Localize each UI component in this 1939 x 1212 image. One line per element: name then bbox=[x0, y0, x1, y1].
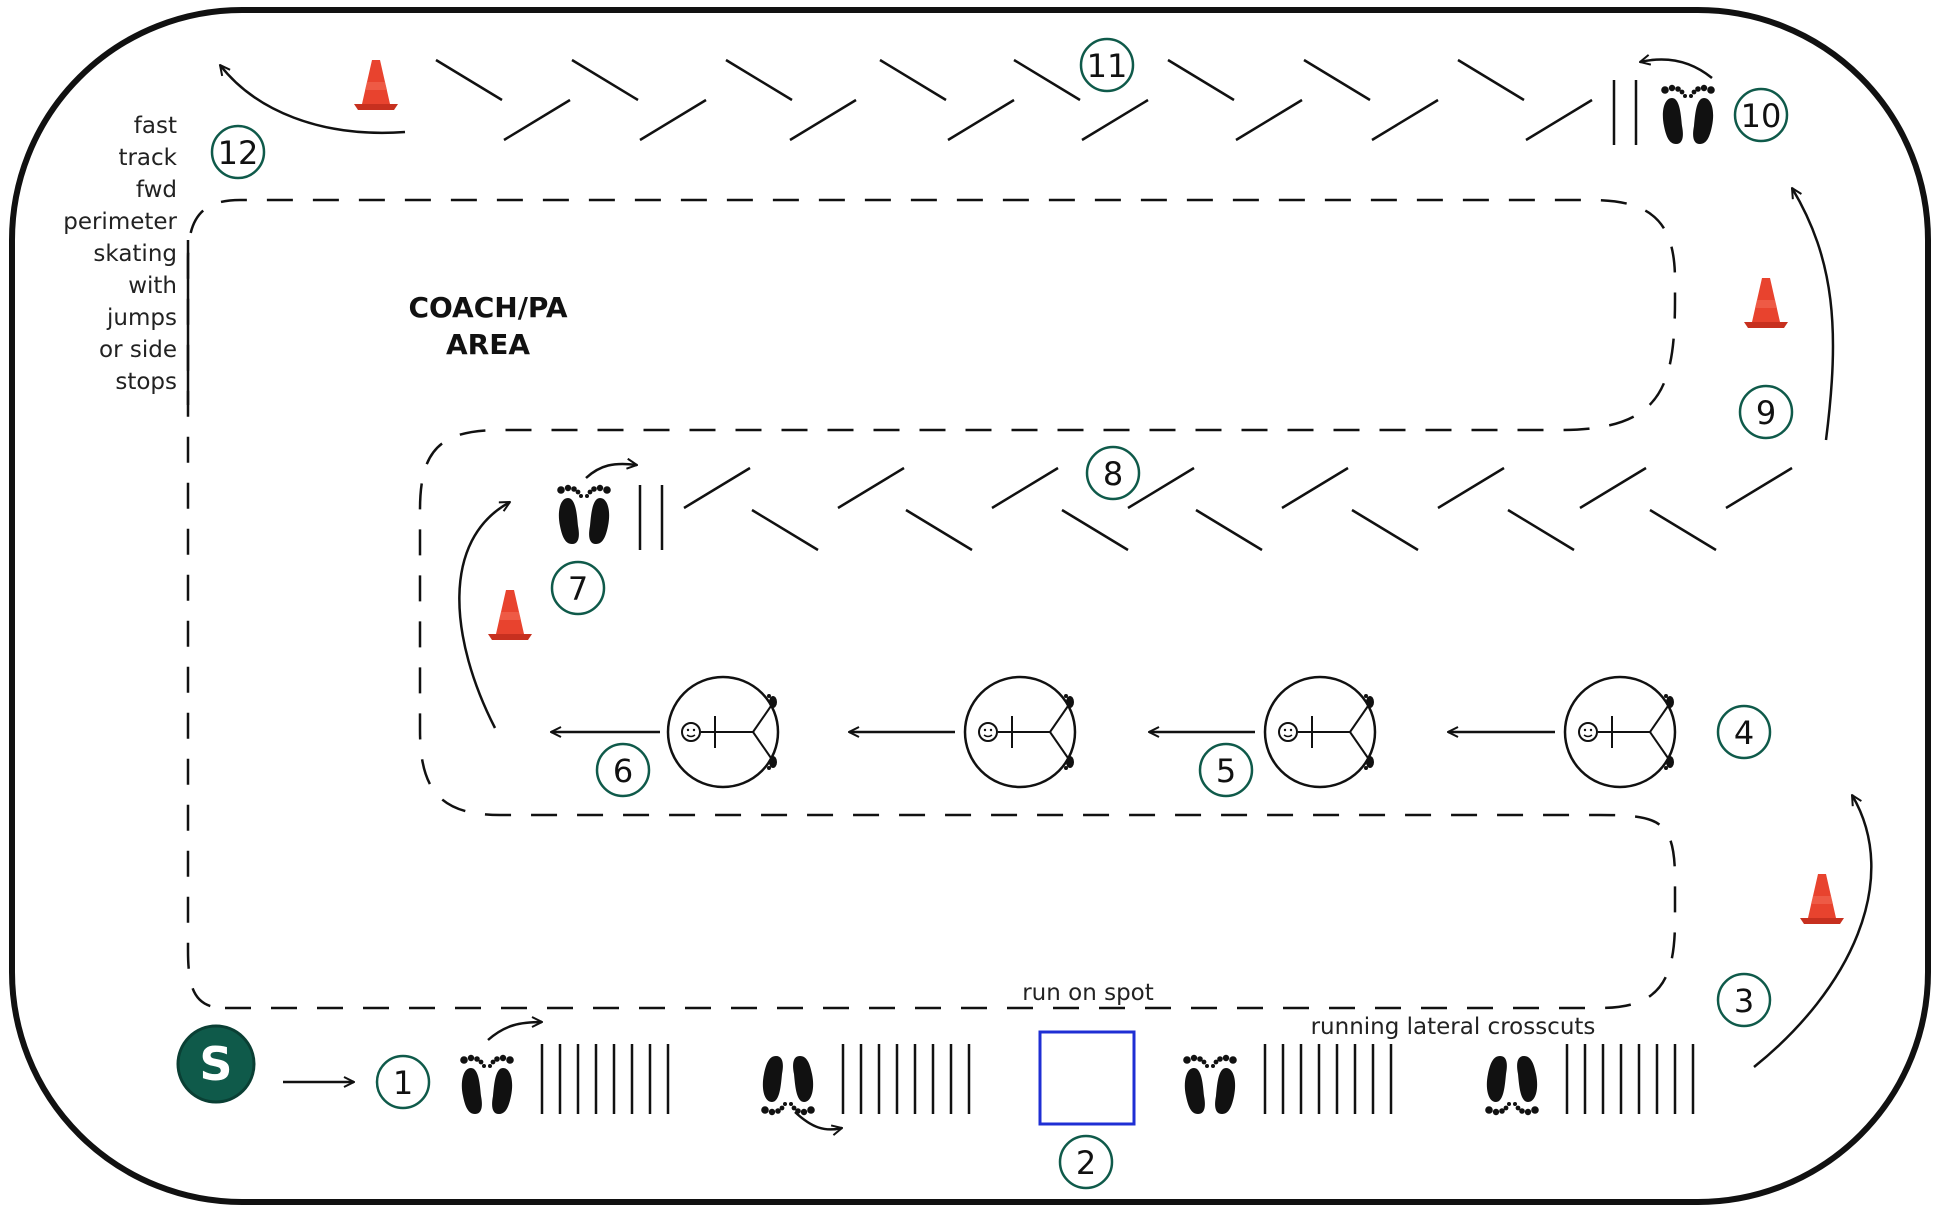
station-number-1: 1 bbox=[375, 1054, 431, 1110]
run-on-spot-label: run on spot bbox=[1022, 980, 1154, 1006]
perimeter-label-line: perimeter bbox=[63, 209, 177, 235]
station-number-6: 6 bbox=[595, 742, 651, 798]
station-number-label: 9 bbox=[1756, 394, 1776, 432]
coach-area-label: COACH/PA bbox=[408, 291, 567, 324]
cone-icon bbox=[354, 60, 398, 110]
curved-arrow bbox=[794, 1111, 842, 1129]
station-number-label: 8 bbox=[1103, 455, 1123, 493]
station-number-5: 5 bbox=[1198, 742, 1254, 798]
station-number-label: 4 bbox=[1734, 714, 1754, 752]
rink-boards bbox=[9, 7, 1931, 1205]
footprints-icon bbox=[1183, 1055, 1237, 1114]
curved-arrow bbox=[1640, 59, 1713, 79]
curved-arrow bbox=[1792, 188, 1835, 441]
start-marker: S bbox=[176, 1024, 256, 1104]
curved-arrow bbox=[220, 65, 406, 135]
station-number-9: 9 bbox=[1738, 384, 1794, 440]
station-number-8: 8 bbox=[1085, 445, 1141, 501]
footprints-icon bbox=[460, 1055, 514, 1114]
station-number-label: 5 bbox=[1216, 752, 1236, 790]
cone-icon bbox=[1744, 278, 1788, 328]
perimeter-label-line: skating bbox=[93, 241, 177, 267]
player-in-circle-icon bbox=[1263, 675, 1377, 789]
footprints-icon bbox=[1661, 85, 1715, 144]
player-in-circle-icon bbox=[666, 675, 780, 789]
station-number-label: 11 bbox=[1087, 47, 1128, 85]
station-number-7: 7 bbox=[550, 560, 606, 616]
course-dashed-path bbox=[186, 198, 1677, 1010]
station-number-label: 7 bbox=[568, 570, 588, 608]
cone-icon bbox=[1800, 874, 1844, 924]
station-number-11: 11 bbox=[1079, 37, 1135, 93]
perimeter-label-line: with bbox=[128, 273, 177, 299]
station-number-label: 10 bbox=[1741, 97, 1782, 135]
start-marker-label: S bbox=[199, 1037, 232, 1091]
station-number-label: 2 bbox=[1076, 1144, 1096, 1182]
station-number-label: 3 bbox=[1734, 982, 1754, 1020]
curved-arrow bbox=[458, 500, 510, 729]
crosscut-ticks bbox=[1565, 1042, 1695, 1116]
curved-arrow bbox=[1753, 795, 1873, 1068]
cone-icon bbox=[488, 590, 532, 640]
station-number-label: 1 bbox=[393, 1064, 413, 1102]
perimeter-label-line: track bbox=[118, 145, 177, 171]
perimeter-label-line: fwd bbox=[136, 177, 177, 203]
perimeter-label-line: stops bbox=[115, 369, 177, 395]
crosscut-ticks bbox=[1263, 1042, 1393, 1116]
station-number-label: 6 bbox=[613, 752, 633, 790]
zigzag-strides bbox=[434, 58, 1594, 142]
perimeter-label-line: jumps bbox=[106, 305, 177, 331]
footprints-icon bbox=[557, 485, 611, 544]
zigzag-strides bbox=[682, 466, 1794, 552]
station-number-4: 4 bbox=[1716, 704, 1772, 760]
station-number-2: 2 bbox=[1058, 1134, 1114, 1190]
player-in-circle-icon bbox=[963, 675, 1077, 789]
station-number-12: 12 bbox=[210, 124, 266, 180]
player-in-circle-icon bbox=[1563, 675, 1677, 789]
perimeter-label-line: or side bbox=[99, 337, 177, 363]
station-number-3: 3 bbox=[1716, 972, 1772, 1028]
perimeter-label-line: fast bbox=[134, 113, 177, 139]
footprints-icon bbox=[1485, 1056, 1539, 1115]
coach-area-label: AREA bbox=[446, 328, 530, 361]
crosscut-ticks bbox=[841, 1042, 971, 1116]
curved-arrow bbox=[487, 1022, 542, 1041]
curved-arrow bbox=[585, 464, 637, 479]
run-on-spot-box bbox=[1038, 1030, 1136, 1126]
station-number-10: 10 bbox=[1733, 87, 1789, 143]
perimeter-label: fast track fwd perimeter skating with ju… bbox=[63, 113, 177, 395]
crosscut-ticks bbox=[540, 1042, 670, 1116]
footprints-icon bbox=[761, 1056, 815, 1115]
station-number-label: 12 bbox=[218, 134, 259, 172]
running-lateral-crosscuts-label: running lateral crosscuts bbox=[1311, 1014, 1596, 1040]
